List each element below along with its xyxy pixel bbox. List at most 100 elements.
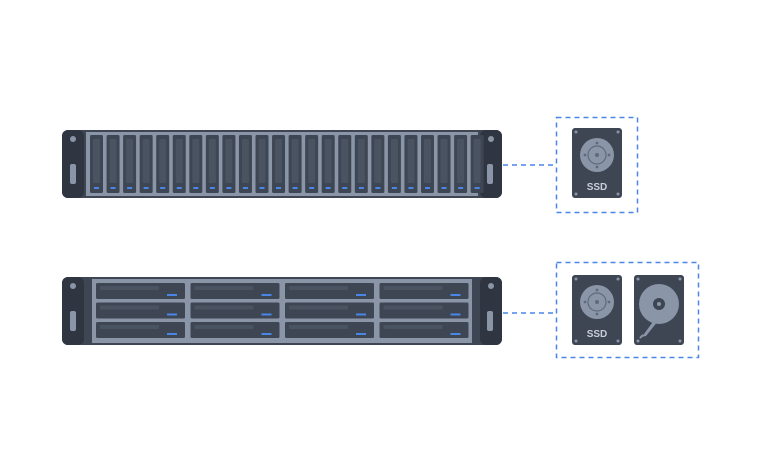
drive-led bbox=[458, 187, 464, 189]
server-2-right-handle bbox=[487, 311, 493, 331]
drive-led bbox=[391, 187, 397, 189]
drive-bay-latch bbox=[100, 305, 159, 310]
drive-led bbox=[127, 187, 133, 189]
drive-bay-latch bbox=[109, 139, 117, 183]
drive-bay-latch bbox=[308, 139, 316, 183]
drive-led bbox=[441, 187, 447, 189]
drive-led bbox=[325, 187, 331, 189]
drive-led bbox=[261, 294, 272, 296]
dashed-frame-1 bbox=[555, 116, 639, 214]
drive-led bbox=[408, 187, 414, 189]
drive-bay-latch bbox=[194, 305, 254, 310]
drive-bay-latch bbox=[291, 139, 299, 183]
drive-bay-latch bbox=[275, 139, 283, 183]
drive-bay bbox=[379, 283, 469, 299]
drive-led bbox=[375, 187, 381, 189]
drive-bay-latch bbox=[194, 286, 254, 290]
drive-led bbox=[242, 187, 248, 189]
drive-led bbox=[226, 187, 232, 189]
drive-bay bbox=[285, 322, 374, 338]
drive-bay bbox=[96, 302, 185, 319]
drive-led bbox=[176, 187, 182, 189]
server-2-left-handle bbox=[70, 311, 76, 331]
drive-led bbox=[160, 187, 166, 189]
drive-led bbox=[167, 294, 177, 296]
server-1-left-screw bbox=[70, 136, 76, 142]
drive-bay-latch bbox=[126, 139, 134, 183]
drive-bay bbox=[190, 283, 280, 299]
drive-bay-latch bbox=[208, 139, 216, 183]
drive-led bbox=[261, 333, 272, 335]
drive-led bbox=[143, 187, 149, 189]
drive-led bbox=[259, 187, 265, 189]
drive-bay-latch bbox=[383, 325, 443, 329]
drive-led bbox=[110, 187, 116, 189]
server-1-right-screw bbox=[488, 136, 494, 142]
drive-bay-latch bbox=[383, 286, 443, 290]
drive-bay bbox=[96, 322, 185, 338]
server-1-left-handle bbox=[70, 164, 76, 184]
drive-bay-latch bbox=[289, 305, 348, 310]
storage-option-group-1: SSD bbox=[555, 116, 639, 214]
drive-bay bbox=[379, 302, 469, 319]
drive-bay-latch bbox=[440, 139, 448, 183]
drive-led bbox=[94, 187, 99, 189]
ssd-icon: SSD bbox=[572, 128, 622, 198]
drive-bay-latch bbox=[241, 139, 249, 183]
drive-bay-latch bbox=[357, 139, 365, 183]
drive-bay-latch bbox=[142, 139, 150, 183]
drive-led bbox=[209, 187, 215, 189]
drive-led bbox=[356, 313, 366, 316]
drive-led bbox=[358, 187, 364, 189]
drive-bay-latch bbox=[390, 139, 398, 183]
ssd-label: SSD bbox=[587, 182, 608, 193]
drive-led bbox=[167, 333, 177, 335]
drive-bay-latch bbox=[258, 139, 266, 183]
ssd-icon: SSD bbox=[572, 275, 622, 345]
drive-led bbox=[309, 187, 315, 189]
drive-bay bbox=[285, 283, 374, 299]
server-1-right-handle bbox=[487, 164, 493, 184]
server-2-left-screw bbox=[70, 283, 76, 289]
hdd-icon bbox=[634, 275, 684, 345]
drive-bay bbox=[285, 302, 374, 319]
drive-led bbox=[193, 187, 199, 189]
drive-bay-latch bbox=[225, 139, 233, 183]
drive-bay bbox=[96, 283, 185, 299]
server-2-right-screw bbox=[488, 283, 494, 289]
drive-bay-latch bbox=[457, 139, 465, 183]
drive-bay-latch bbox=[100, 325, 159, 329]
drive-led bbox=[292, 187, 298, 189]
drive-bay-latch bbox=[93, 139, 100, 183]
server-12-bay bbox=[62, 277, 502, 345]
drive-bay-latch bbox=[289, 286, 348, 290]
drive-bay-latch bbox=[194, 325, 254, 329]
server-2-bays bbox=[96, 283, 469, 338]
dashed-frame-2 bbox=[555, 261, 700, 359]
drive-led bbox=[276, 187, 282, 189]
drive-bay bbox=[190, 302, 280, 319]
drive-bay-latch bbox=[192, 139, 200, 183]
hdd-read-arm bbox=[641, 319, 658, 337]
drive-bay-latch bbox=[374, 139, 382, 183]
drive-bay-latch bbox=[159, 139, 167, 183]
drive-bay bbox=[190, 322, 280, 338]
drive-bay-latch bbox=[341, 139, 349, 183]
drive-bay bbox=[379, 322, 469, 338]
drive-led bbox=[474, 187, 480, 189]
drive-bay-latch bbox=[407, 139, 415, 183]
drive-led bbox=[425, 187, 430, 189]
drive-led bbox=[450, 333, 461, 335]
drive-led bbox=[342, 187, 348, 189]
drive-bay-latch bbox=[473, 139, 481, 183]
drive-led bbox=[167, 313, 177, 316]
drive-bay-latch bbox=[289, 325, 348, 329]
drive-led bbox=[450, 313, 461, 316]
drive-led bbox=[356, 294, 366, 296]
drive-bay-latch bbox=[383, 305, 443, 310]
drive-led bbox=[356, 333, 366, 335]
server-1-bays bbox=[90, 135, 484, 193]
drive-led bbox=[261, 313, 272, 316]
drive-led bbox=[450, 294, 461, 296]
